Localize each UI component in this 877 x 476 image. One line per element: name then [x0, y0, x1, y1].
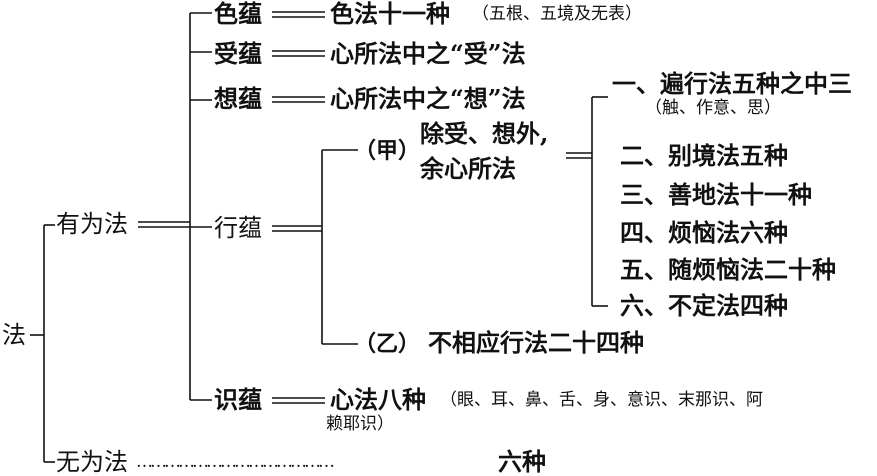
factor-item-6: 六、不定法四种 — [620, 291, 788, 320]
jia-line2: 余心所法 — [420, 154, 516, 183]
skandha-xiang-desc: 心所法中之“想”法 — [330, 84, 526, 113]
factor-item-3: 三、善地法十一种 — [620, 180, 812, 209]
skandha-shi-note-line2: 赖耶识） — [326, 414, 394, 434]
factor-item-1-note: （触、作意、思） — [645, 98, 781, 118]
skandha-se-note: （五根、五境及无表） — [472, 4, 642, 24]
jia-marker: （甲） — [354, 138, 421, 164]
skandha-shou-desc: 心所法中之“受”法 — [330, 39, 526, 68]
skandha-se-name: 色蕴 — [214, 0, 262, 28]
youwei-label: 有为法 — [56, 210, 128, 238]
factor-item-1: 一、遍行法五种之中三 — [612, 69, 852, 98]
root-label: 法 — [2, 321, 26, 349]
factor-item-2: 二、别境法五种 — [620, 141, 788, 170]
wuwei-desc: 六种 — [498, 447, 546, 476]
skandha-xing-name: 行蕴 — [214, 214, 262, 242]
factor-item-4: 四、烦恼法六种 — [620, 218, 788, 247]
wuwei-leader: …………………………………… — [136, 454, 335, 471]
yi-marker: （乙） — [354, 331, 421, 357]
skandha-shi-desc: 心法八种 — [330, 385, 426, 414]
jia-line1: 除受、想外, — [420, 119, 549, 148]
skandha-xiang-name: 想蕴 — [214, 84, 262, 113]
yi-label: 不相应行法二十四种 — [428, 328, 644, 357]
skandha-shi-note-line1: （眼、耳、鼻、舌、身、意识、末那识、阿 — [440, 390, 763, 410]
wuwei-label: 无为法 — [56, 448, 128, 476]
skandha-shi-name: 识蕴 — [214, 385, 262, 414]
skandha-se-desc: 色法十一种 — [330, 0, 450, 28]
skandha-shou-name: 受蕴 — [214, 39, 262, 68]
factor-item-5: 五、随烦恼法二十种 — [620, 255, 836, 284]
